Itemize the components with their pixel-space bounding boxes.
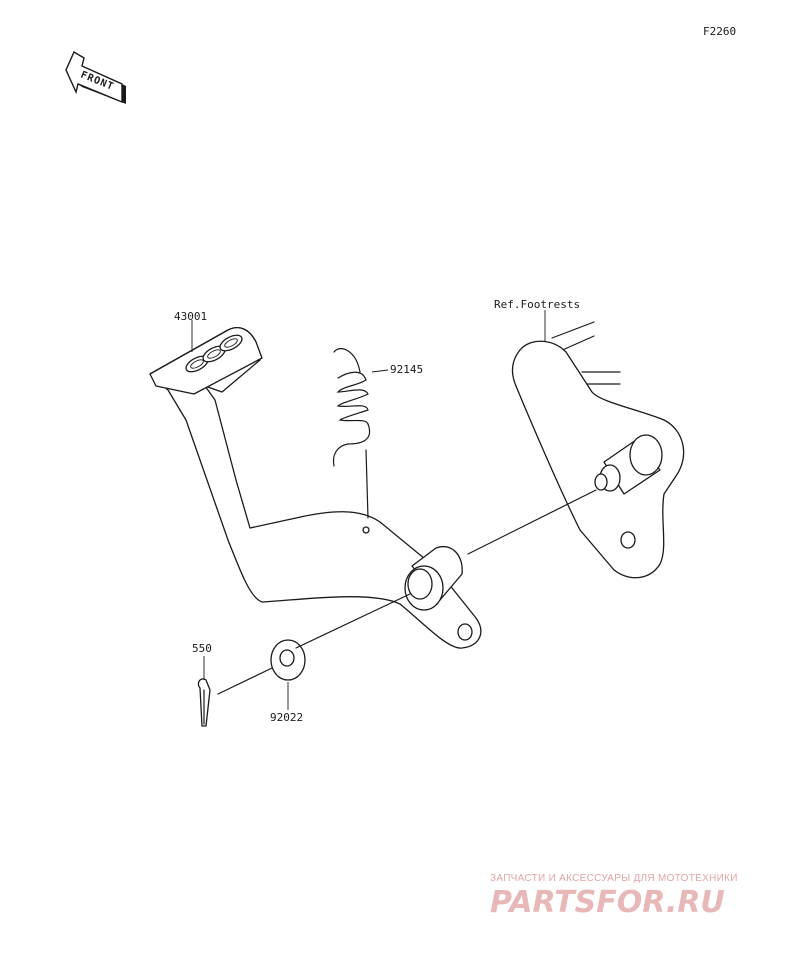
leader-lines — [191, 310, 546, 710]
label-part-92022: 92022 — [270, 711, 303, 724]
label-part-550: 550 — [192, 642, 212, 655]
assembly-lines — [217, 449, 597, 695]
label-ref-footrests: Ref.Footrests — [494, 298, 580, 311]
watermark-subtitle: ЗАПЧАСТИ И АКСЕССУАРЫ ДЛЯ МОТОТЕХНИКИ — [490, 873, 738, 884]
brake-pedal — [149, 327, 482, 649]
cotter-pin — [197, 678, 211, 727]
diagram-code: F2260 — [703, 25, 736, 38]
front-arrow-icon: FRONT — [65, 50, 126, 104]
footrest-bracket — [511, 321, 685, 579]
label-part-43001: 43001 — [174, 310, 207, 323]
watermark: ЗАПЧАСТИ И АКСЕССУАРЫ ДЛЯ МОТОТЕХНИКИ PA… — [490, 873, 738, 920]
label-part-92145: 92145 — [390, 363, 423, 376]
washer — [270, 639, 306, 681]
watermark-brand: PARTSFOR.RU — [490, 885, 725, 920]
return-spring — [332, 348, 371, 467]
